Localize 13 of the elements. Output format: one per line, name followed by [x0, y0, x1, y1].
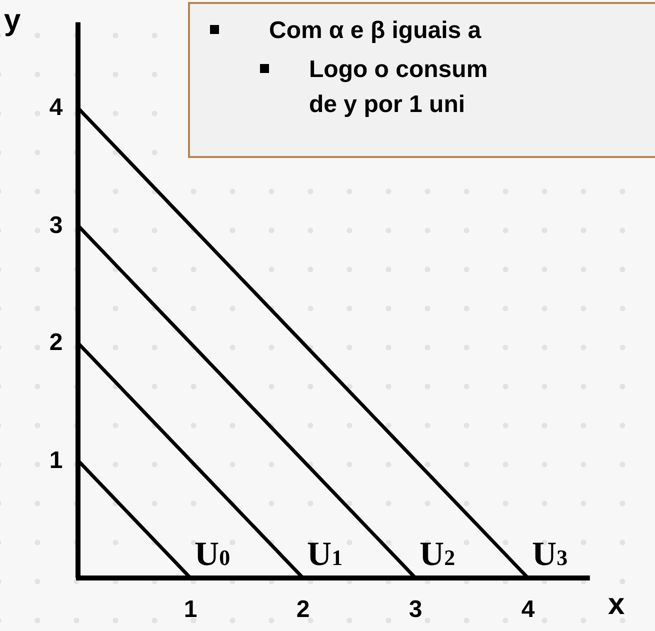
tick-label: 3: [408, 598, 422, 622]
tick-label: 4: [521, 598, 535, 622]
bullet-text: Com α e β iguais a: [269, 16, 482, 46]
tick-label: 2: [49, 331, 63, 355]
tick-label: 1: [184, 598, 198, 622]
tick-label: 1: [49, 448, 63, 472]
axis-label: y: [4, 6, 21, 36]
tick-label: 3: [49, 214, 63, 238]
tick-label: 4: [49, 96, 63, 120]
text-box: [188, 2, 655, 158]
tick-label: 2: [296, 598, 310, 622]
axis-label: x: [608, 590, 625, 620]
bullet-text: Logo o consum de y por 1 uni: [309, 54, 489, 120]
